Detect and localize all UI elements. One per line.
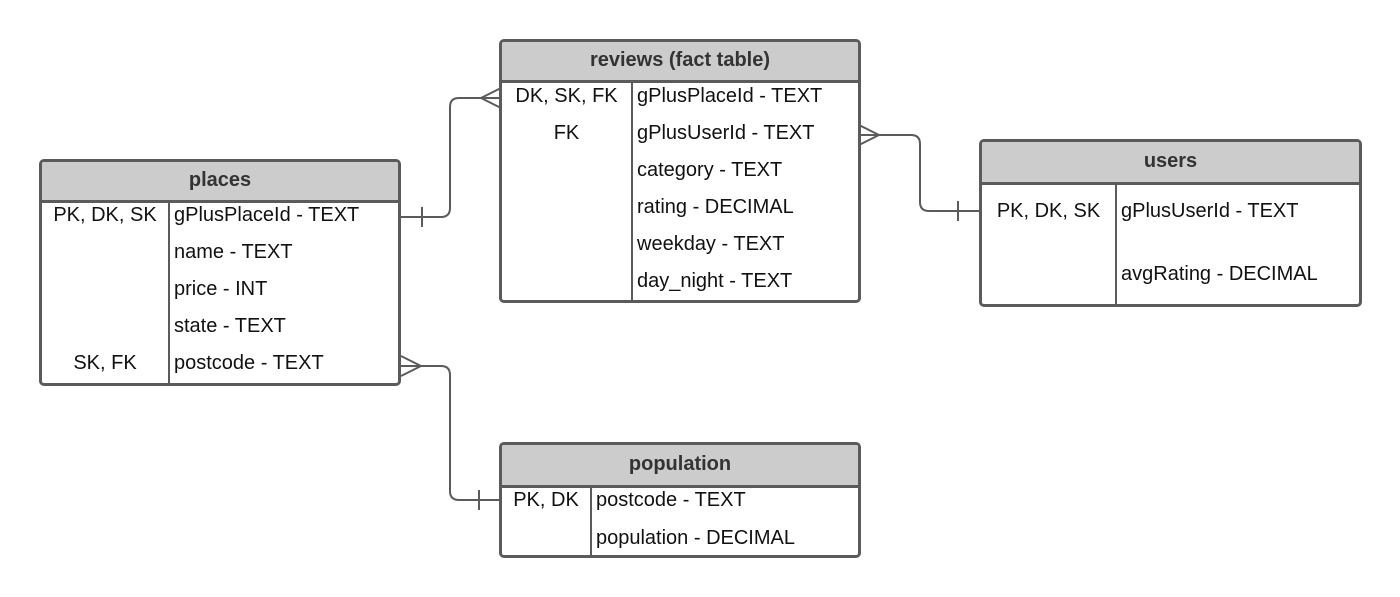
entity-title: reviews (fact table)	[502, 42, 858, 83]
entity-users[interactable]: users PK, DK, SK gPlusUserId - TEXT avgR…	[979, 139, 1362, 307]
field-cell: avgRating - DECIMAL	[1121, 263, 1318, 285]
field-column: gPlusPlaceId - TEXT name - TEXT price - …	[170, 200, 398, 383]
field-cell: gPlusPlaceId - TEXT	[174, 204, 360, 226]
connector-places-reviews	[401, 87, 502, 227]
field-cell: rating - DECIMAL	[637, 196, 794, 218]
key-column: DK, SK, FK FK	[502, 80, 633, 300]
connector-population-places	[400, 355, 501, 510]
entity-population[interactable]: population PK, DK postcode - TEXT popula…	[499, 442, 861, 558]
field-cell: state - TEXT	[174, 315, 286, 337]
field-cell: price - INT	[174, 278, 268, 300]
field-cell: category - TEXT	[637, 159, 783, 181]
field-cell: postcode - TEXT	[174, 352, 324, 374]
field-cell: name - TEXT	[174, 241, 293, 263]
connector-users-reviews	[858, 124, 981, 221]
entity-title: users	[982, 142, 1359, 185]
field-cell: population - DECIMAL	[596, 527, 795, 549]
key-column: PK, DK, SK SK, FK	[42, 200, 170, 383]
key-cell: PK, DK, SK	[53, 204, 157, 226]
field-cell: postcode - TEXT	[596, 489, 746, 511]
entity-reviews[interactable]: reviews (fact table) DK, SK, FK FK gPlus…	[499, 39, 861, 303]
field-column: postcode - TEXT population - DECIMAL	[592, 485, 858, 555]
key-cell: PK, DK	[513, 489, 579, 511]
entity-title: places	[42, 162, 398, 203]
entity-places[interactable]: places PK, DK, SK SK, FK gPlusPlaceId - …	[39, 159, 401, 386]
entity-title: population	[502, 445, 858, 488]
field-column: gPlusPlaceId - TEXT gPlusUserId - TEXT c…	[633, 80, 858, 300]
key-cell: FK	[553, 122, 580, 144]
field-cell: gPlusUserId - TEXT	[1121, 200, 1299, 222]
key-cell: SK, FK	[73, 352, 137, 374]
field-cell: gPlusUserId - TEXT	[637, 122, 815, 144]
field-cell: day_night - TEXT	[637, 270, 793, 292]
field-cell: weekday - TEXT	[637, 233, 785, 255]
key-cell: PK, DK, SK	[996, 200, 1101, 222]
field-cell: gPlusPlaceId - TEXT	[637, 85, 823, 107]
key-cell: DK, SK, FK	[515, 85, 618, 107]
field-column: gPlusUserId - TEXT avgRating - DECIMAL	[1117, 182, 1359, 304]
key-column: PK, DK, SK	[982, 182, 1117, 304]
key-column: PK, DK	[502, 485, 592, 555]
